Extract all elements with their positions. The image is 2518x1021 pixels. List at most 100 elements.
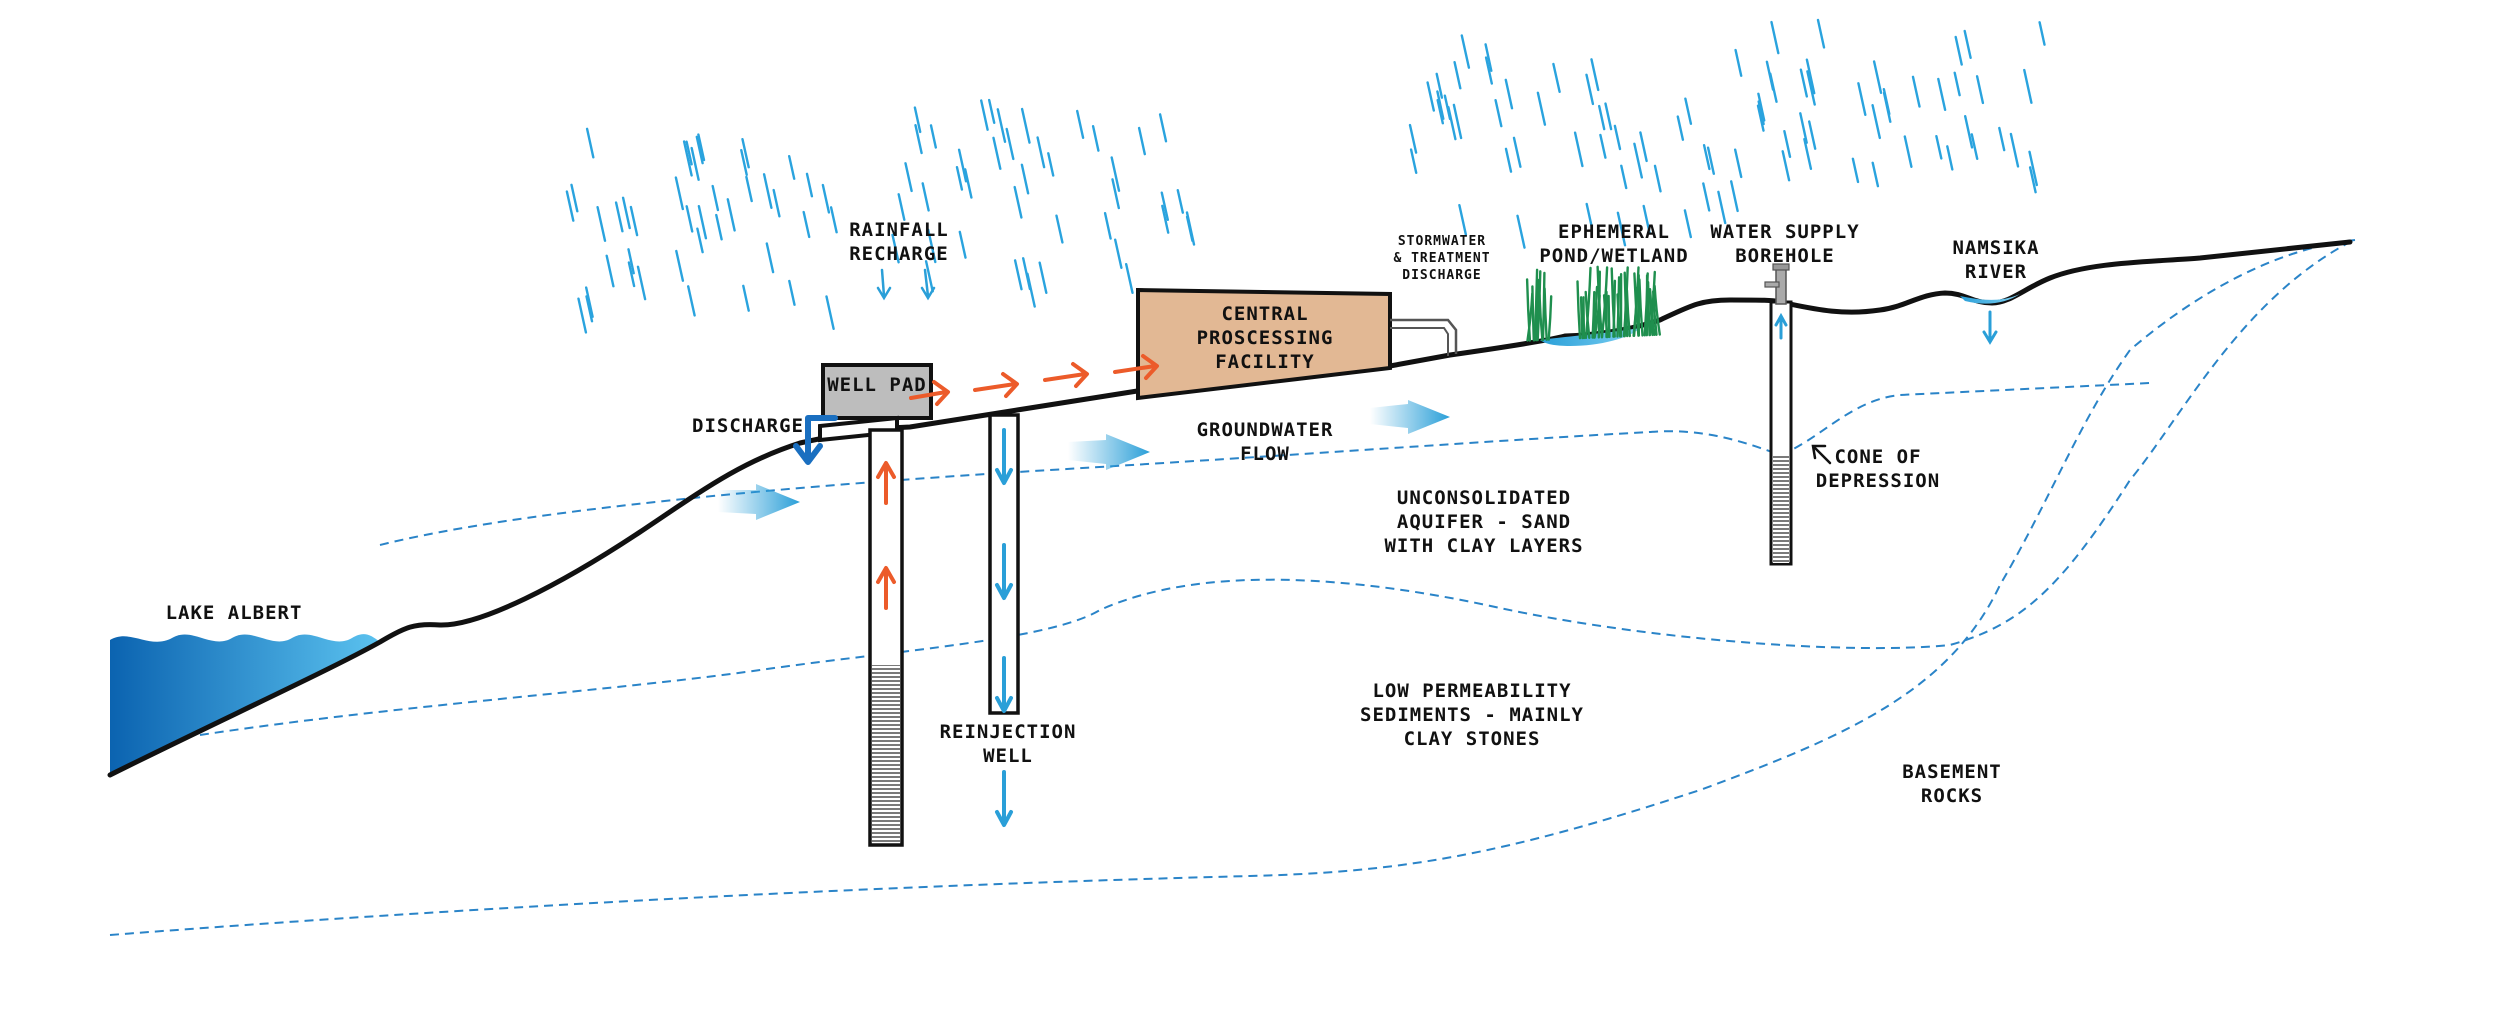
rain-drop bbox=[674, 176, 684, 211]
cpf-label-1: CENTRAL bbox=[1221, 303, 1308, 325]
rain-drop bbox=[1935, 134, 1943, 160]
rain-drop bbox=[1734, 48, 1743, 77]
rain-drop bbox=[1022, 257, 1032, 291]
reinjection-well-label-2: WELL bbox=[983, 745, 1033, 767]
rain-drop bbox=[1799, 112, 1808, 144]
rain-drop bbox=[1807, 120, 1817, 150]
rain-drop bbox=[1851, 157, 1860, 184]
rain-drop bbox=[1963, 29, 1972, 59]
rain-drop bbox=[1799, 68, 1809, 98]
rain-drop bbox=[914, 123, 923, 155]
rain-drop bbox=[996, 108, 1007, 144]
rain-drop bbox=[1975, 75, 1985, 105]
rain-drop bbox=[1604, 102, 1613, 131]
rain-drop bbox=[1038, 261, 1048, 294]
rain-drop bbox=[1757, 92, 1766, 122]
reed-stem bbox=[1602, 294, 1609, 339]
cpf-label-3: FACILITY bbox=[1215, 351, 1315, 373]
rain-drop bbox=[1857, 82, 1867, 117]
rain-drop bbox=[964, 168, 973, 199]
rain-drop bbox=[788, 154, 796, 180]
rain-drop bbox=[1616, 211, 1627, 247]
rain-drop bbox=[1536, 91, 1547, 126]
rain-drop bbox=[992, 136, 1002, 170]
rain-drop bbox=[988, 98, 996, 125]
rain-drop bbox=[1946, 145, 1954, 171]
rain-drop bbox=[1020, 163, 1030, 195]
rain-drop bbox=[1756, 104, 1765, 132]
borehole-label-1: WATER SUPPLY bbox=[1710, 221, 1859, 243]
rain-drop bbox=[1036, 136, 1046, 169]
cpf-label-2: PROSCESSING bbox=[1197, 327, 1334, 349]
rain-drop bbox=[585, 127, 595, 159]
reed-stem bbox=[1584, 290, 1591, 339]
rain-drop bbox=[1620, 164, 1628, 190]
rain-drop bbox=[897, 193, 906, 221]
reed-stem bbox=[1591, 290, 1596, 339]
rain-drop bbox=[1494, 98, 1503, 128]
production-flow-arrows bbox=[876, 354, 1159, 610]
rain-drop bbox=[629, 205, 639, 237]
rain-drop bbox=[802, 210, 811, 239]
reed-stem bbox=[1538, 293, 1544, 342]
recharge-arrows bbox=[876, 268, 936, 301]
rain-drop bbox=[1552, 62, 1561, 94]
rain-drop bbox=[1158, 113, 1168, 143]
rain-drop bbox=[1585, 73, 1595, 106]
rain-drop bbox=[565, 190, 575, 222]
rain-drop bbox=[690, 146, 700, 181]
rain-drop bbox=[711, 184, 720, 212]
stormwater-pipe-inner bbox=[1390, 327, 1449, 356]
rain-drop bbox=[695, 135, 704, 165]
rain-drop bbox=[1137, 126, 1147, 156]
rain-drop bbox=[1458, 203, 1468, 236]
rain-drop bbox=[1911, 75, 1921, 108]
rain-drop bbox=[1597, 104, 1606, 131]
rain-drop bbox=[1937, 77, 1947, 112]
rain-drop bbox=[726, 198, 736, 232]
discharge-arrow bbox=[793, 415, 838, 465]
reed-stem bbox=[1607, 294, 1611, 339]
rain-drop bbox=[1963, 114, 1974, 149]
rain-drop bbox=[1176, 188, 1185, 214]
reed-stem bbox=[1543, 287, 1548, 341]
rain-drop bbox=[1443, 94, 1452, 121]
river-label-1: NAMSIKA bbox=[1952, 237, 2039, 259]
low-permeability-label-3: CLAY STONES bbox=[1404, 728, 1541, 750]
groundwater-flow-label-2: FLOW bbox=[1240, 443, 1290, 465]
basement-rocks-label-1: BASEMENT bbox=[1902, 761, 2002, 783]
reed-stem bbox=[1638, 278, 1644, 337]
aquifer-label-3: WITH CLAY LAYERS bbox=[1384, 535, 1583, 557]
labels: RAINFALL RECHARGE WELL PAD DISCHARGE CEN… bbox=[166, 219, 2039, 807]
rain-drop bbox=[762, 173, 773, 210]
rain-drop bbox=[1512, 136, 1522, 168]
rain-drop bbox=[772, 188, 781, 218]
rain-drop bbox=[1484, 43, 1493, 72]
rain-drop bbox=[2038, 21, 2046, 46]
rain-drop bbox=[805, 172, 814, 198]
central-processing-facility bbox=[1136, 287, 1392, 401]
rain-drop bbox=[570, 183, 579, 213]
rain-drop bbox=[1684, 97, 1693, 125]
stormwater-label-3: DISCHARGE bbox=[1402, 268, 1481, 283]
rain-drop bbox=[1409, 148, 1418, 175]
river-label-2: RIVER bbox=[1965, 261, 2027, 283]
basement-rocks-label-2: ROCKS bbox=[1921, 785, 1983, 807]
rain-drop bbox=[1954, 35, 1963, 66]
rain-drop bbox=[621, 196, 631, 230]
rain-drop bbox=[696, 227, 704, 254]
rain-drop bbox=[1733, 148, 1743, 179]
rain-drop bbox=[891, 233, 900, 264]
rain-drop bbox=[1783, 129, 1792, 159]
rain-drop bbox=[1160, 191, 1170, 222]
reed-stem bbox=[1596, 265, 1604, 339]
rain-drop bbox=[1970, 133, 1979, 161]
rain-drop bbox=[605, 254, 615, 288]
stormwater-label-2: & TREATMENT bbox=[1393, 251, 1490, 266]
rain-drop bbox=[1504, 147, 1513, 173]
rain-drop bbox=[1702, 182, 1711, 212]
rain-drop bbox=[1805, 58, 1816, 95]
rain-drop bbox=[1047, 152, 1055, 177]
rain-drop bbox=[627, 261, 636, 288]
